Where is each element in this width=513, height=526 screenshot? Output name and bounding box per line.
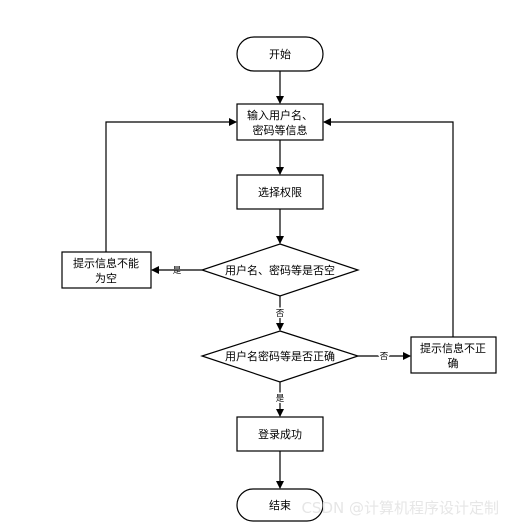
check-empty-decision: 用户名、密码等是否空 [200,243,360,297]
check-correct-label: 用户名密码等是否正确 [225,349,335,363]
end-node: 结束 [236,488,324,522]
start-label: 开始 [269,47,291,61]
prompt-empty-line2: 为空 [95,271,117,285]
check-empty-label: 用户名、密码等是否空 [225,263,335,277]
input-label-line2: 密码等信息 [253,123,308,137]
prompt-incorrect-line1: 提示信息不正 [420,341,486,355]
end-label: 结束 [269,499,291,512]
prompt-empty-line1: 提示信息不能 [73,256,139,270]
select-permission-node: 选择权限 [236,174,324,210]
prompt-incorrect-line2: 确 [448,357,459,370]
start-node: 开始 [236,36,324,72]
edge-correct-no-label: 否 [380,352,389,362]
input-label-line1: 输入用户名、 [247,108,313,122]
prompt-empty-node: 提示信息不能 为空 [61,251,152,289]
prompt-incorrect-node: 提示信息不正 确 [410,336,497,374]
check-correct-decision: 用户名密码等是否正确 [200,330,360,383]
watermark: CSDN @计算机程序设计定制 [301,499,499,517]
edge-empty-no-label: 否 [276,309,285,319]
edge-empty-loop-back [105,118,237,252]
edge-empty-yes-label: 是 [173,266,182,276]
select-permission-label: 选择权限 [258,185,302,199]
login-success-node: 登录成功 [236,416,324,452]
edge-incorrect-loop-back [323,118,454,337]
edge-correct-yes-label: 是 [276,394,285,404]
input-node: 输入用户名、 密码等信息 [236,103,324,141]
login-success-label: 登录成功 [258,427,302,441]
